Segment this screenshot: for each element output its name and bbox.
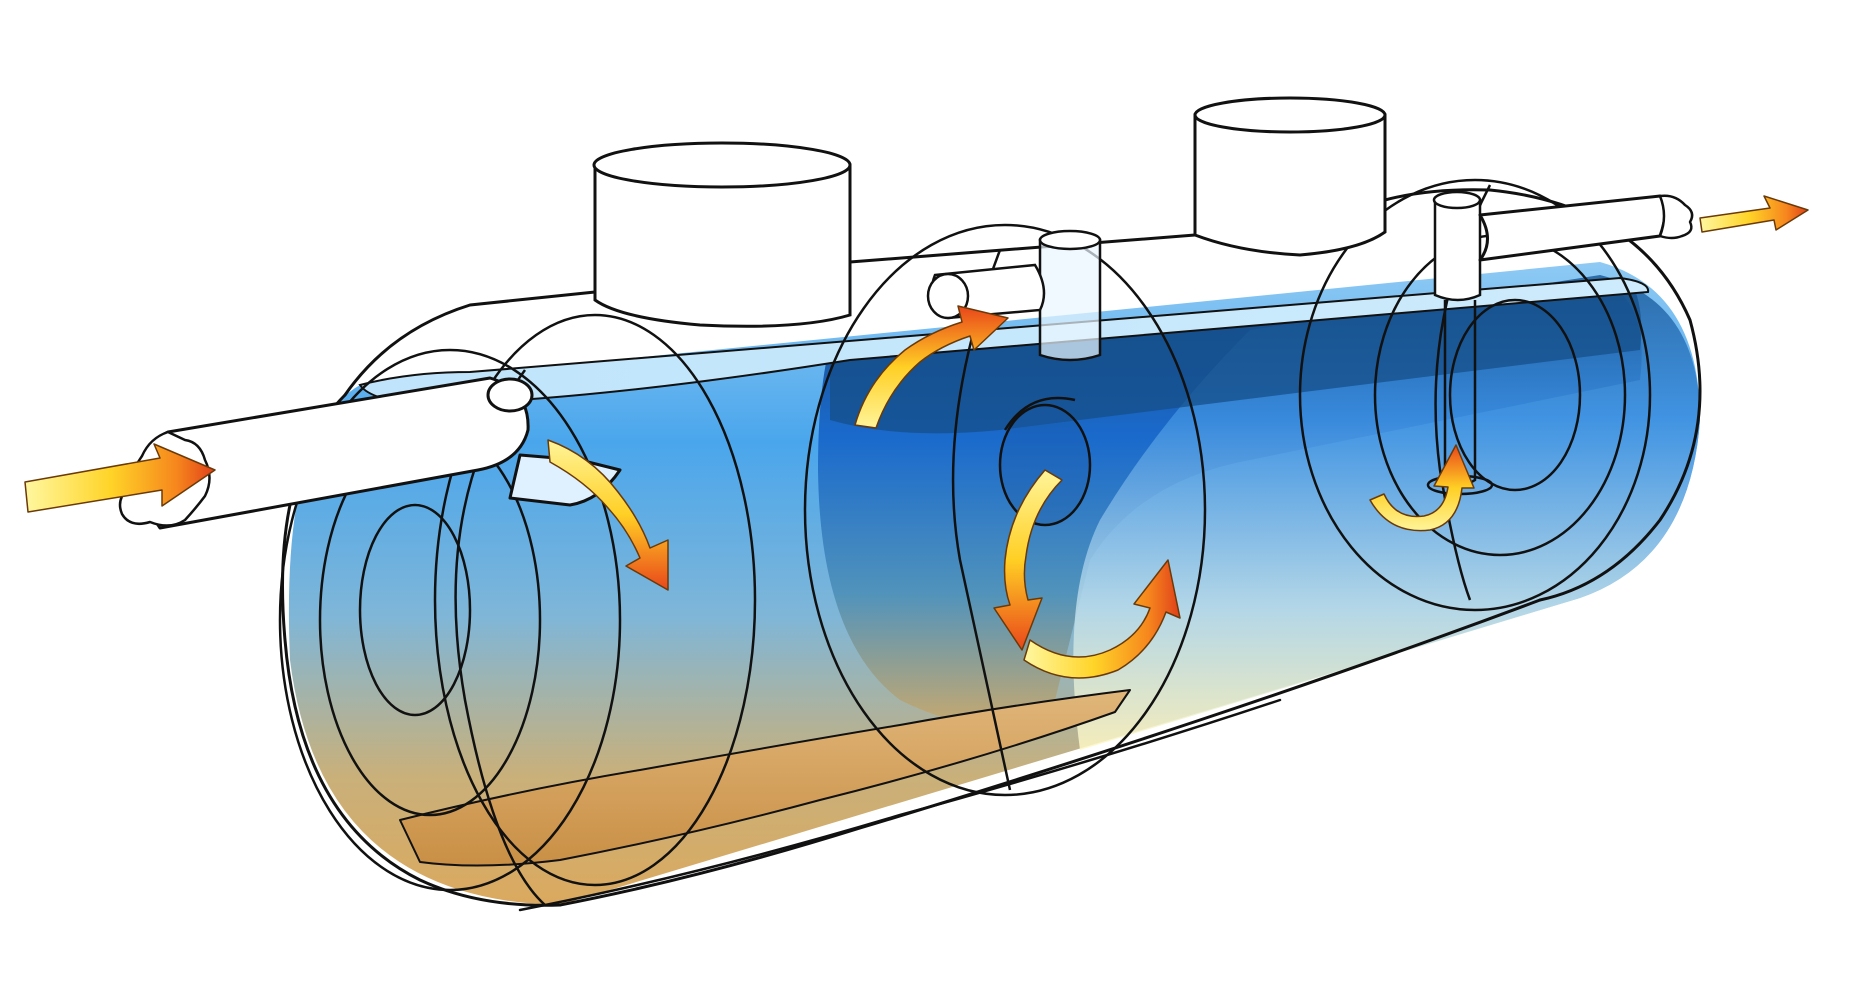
riser-left (592, 141, 852, 328)
riser-right (1193, 96, 1387, 257)
chamber-2-circulation-arrows (993, 469, 1181, 679)
sludge-layer (399, 689, 1131, 867)
baffle-rings (278, 178, 1652, 906)
outlet-tee-up-arrow (1369, 444, 1475, 532)
outlet-pipe (1478, 194, 1694, 262)
chamber-1-down-arrow (547, 439, 669, 591)
inlet-flow-arrow (24, 443, 216, 513)
baffle-up-arrow (854, 305, 1009, 429)
outlet-flow-arrow (1699, 195, 1809, 233)
baffle-port (998, 396, 1092, 527)
